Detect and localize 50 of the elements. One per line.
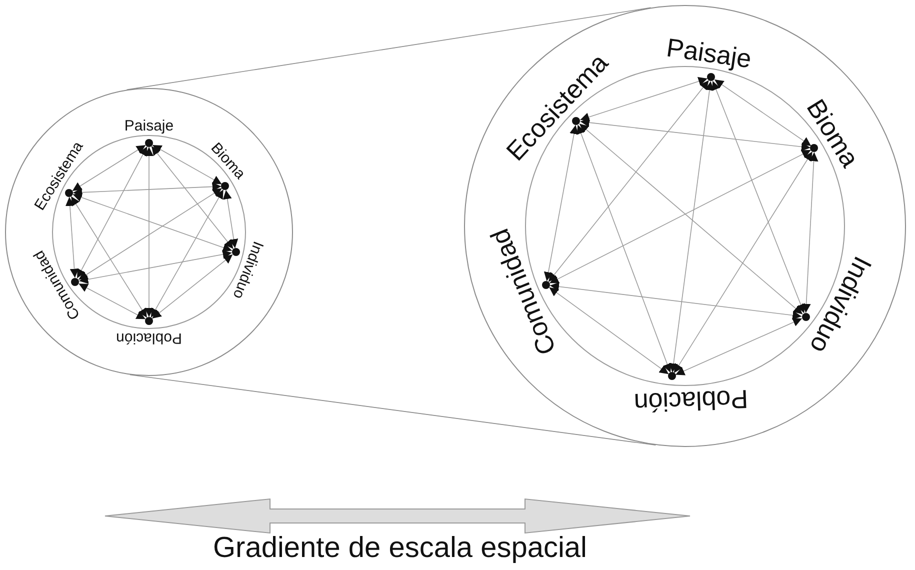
arrow [675, 318, 802, 376]
vertex-dot [707, 73, 716, 82]
level-label: Población [116, 330, 182, 346]
arrow [550, 282, 802, 320]
connector-line [126, 7, 652, 90]
connector-line [130, 374, 656, 446]
arrow [548, 80, 710, 282]
arrow [76, 146, 148, 279]
vertex-dot [542, 281, 550, 289]
arrow [576, 124, 672, 374]
arrow [72, 182, 222, 197]
vertex-dot [802, 312, 810, 321]
arrow [712, 80, 806, 314]
level-label: Población [634, 386, 749, 416]
arrow [152, 254, 233, 319]
arrow [65, 196, 79, 278]
scale-circle [5, 88, 293, 376]
arrow [78, 283, 146, 320]
arrow [222, 190, 238, 248]
arrow [580, 77, 708, 122]
arrow [150, 189, 224, 318]
arrow [674, 151, 813, 374]
arrow [72, 144, 146, 192]
level-label: Paisaje [124, 118, 174, 134]
arrow [548, 286, 669, 374]
arrow [152, 144, 222, 185]
vertex-dot [810, 144, 818, 152]
arrow [144, 146, 154, 318]
arrow [70, 196, 148, 318]
arrow [549, 150, 812, 284]
arrow [580, 118, 811, 152]
arrow [714, 79, 812, 146]
scale-circle [464, 5, 906, 447]
axis-caption: Gradiente de escala espacial [212, 532, 587, 564]
vertex-dot [145, 139, 153, 147]
arrow [151, 146, 234, 250]
arrow [78, 250, 232, 284]
arrow [802, 152, 818, 314]
arrow [72, 193, 232, 252]
vertex-dot [572, 117, 580, 126]
arrow [579, 123, 803, 315]
level-label: Paisaje [665, 34, 754, 72]
arrow [544, 124, 578, 282]
vertex-dot [668, 372, 676, 380]
vertex-dot [221, 182, 230, 190]
vertex-dot [71, 278, 80, 286]
arrow [78, 188, 222, 280]
vertex-dot [65, 188, 73, 197]
vertex-dot [145, 317, 153, 325]
arrow [669, 80, 714, 373]
